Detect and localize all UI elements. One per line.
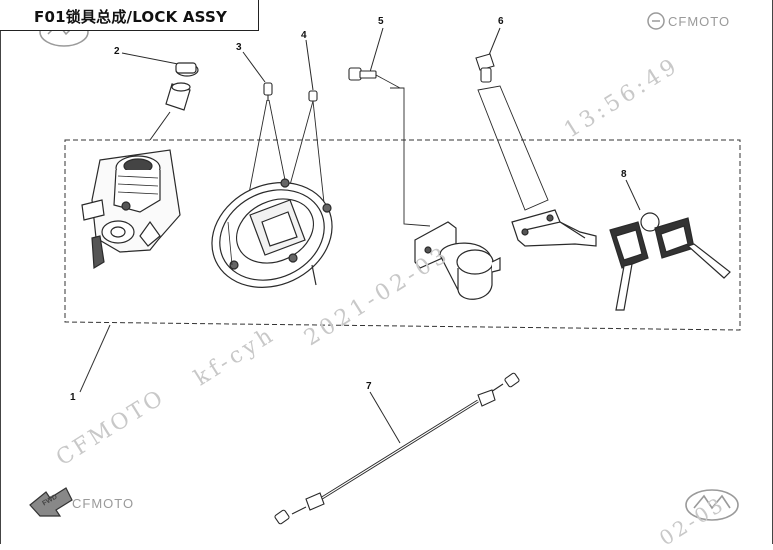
fuel-tank-cap: [211, 178, 333, 288]
assembly-boundary: [64, 139, 741, 331]
ignition-lock-body: [81, 149, 181, 270]
callout-5: 5: [378, 16, 384, 27]
brand-logo-top: CFMOTO: [668, 14, 731, 29]
page-title: F01锁具总成/LOCK ASSY: [34, 8, 228, 26]
part-5-bolt: [348, 27, 431, 227]
handlebar-clamp-bracket: [414, 221, 501, 300]
callout-6: 6: [498, 16, 504, 27]
brand-logo-bottom: CFMOTO: [72, 496, 135, 511]
callout-3: 3: [236, 42, 242, 53]
cfmoto-logo-mark-top: [647, 12, 665, 30]
callout-8: 8: [621, 169, 627, 180]
part-7-cable: [274, 372, 520, 525]
fwd-arrow-icon: [29, 487, 73, 517]
mounting-bracket-right: [511, 209, 597, 247]
part-3-screw: [239, 51, 286, 241]
callout-4: 4: [301, 30, 307, 41]
title-box: F01锁具总成/LOCK ASSY: [0, 0, 259, 31]
part-4-screw: [289, 39, 326, 213]
part-6-bolt: [475, 27, 549, 211]
part-8-keys: [609, 179, 731, 311]
callout-2: 2: [114, 46, 120, 57]
callout-7: 7: [366, 381, 372, 392]
part-2-lock-pin: [121, 52, 199, 141]
corner-logo-badge: [685, 489, 739, 521]
callout-1: 1: [70, 392, 76, 403]
